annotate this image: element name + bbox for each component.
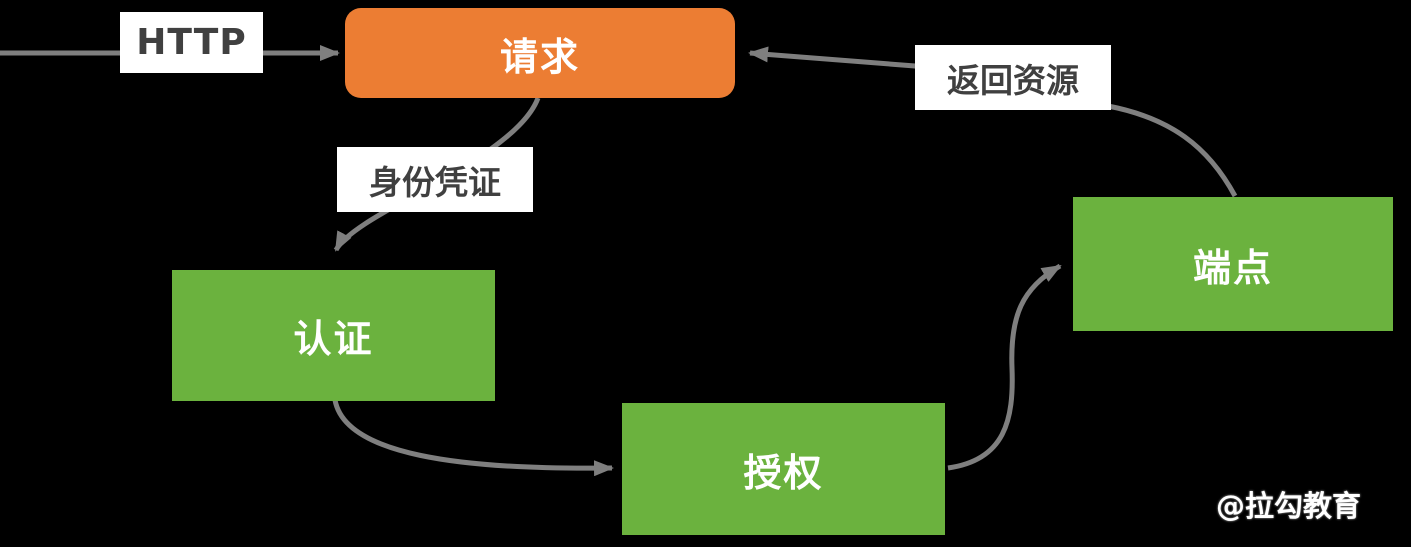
node-auth: 认证 [172,270,495,401]
edge-authorize-to-endpoint [947,263,1062,471]
edge-label-http-text: HTTP [136,22,247,63]
edge-label-credentials: 身份凭证 [337,147,533,212]
node-request-label: 请求 [499,34,580,79]
node-endpoint-label: 端点 [1192,245,1273,290]
edge-label-return-resource: 返回资源 [915,45,1111,110]
node-auth-label: 认证 [293,317,374,361]
node-authorize-label: 授权 [743,450,824,495]
edge-label-http: HTTP [120,12,263,73]
edge-label-return-resource-text: 返回资源 [947,60,1079,100]
edge-label-credentials-text: 身份凭证 [369,162,501,202]
node-authorize: 授权 [622,403,945,535]
edge-auth-to-authorize [332,399,614,477]
watermark: @拉勾教育 [1216,489,1362,523]
node-endpoint: 端点 [1073,197,1393,331]
node-request: 请求 [345,8,735,98]
